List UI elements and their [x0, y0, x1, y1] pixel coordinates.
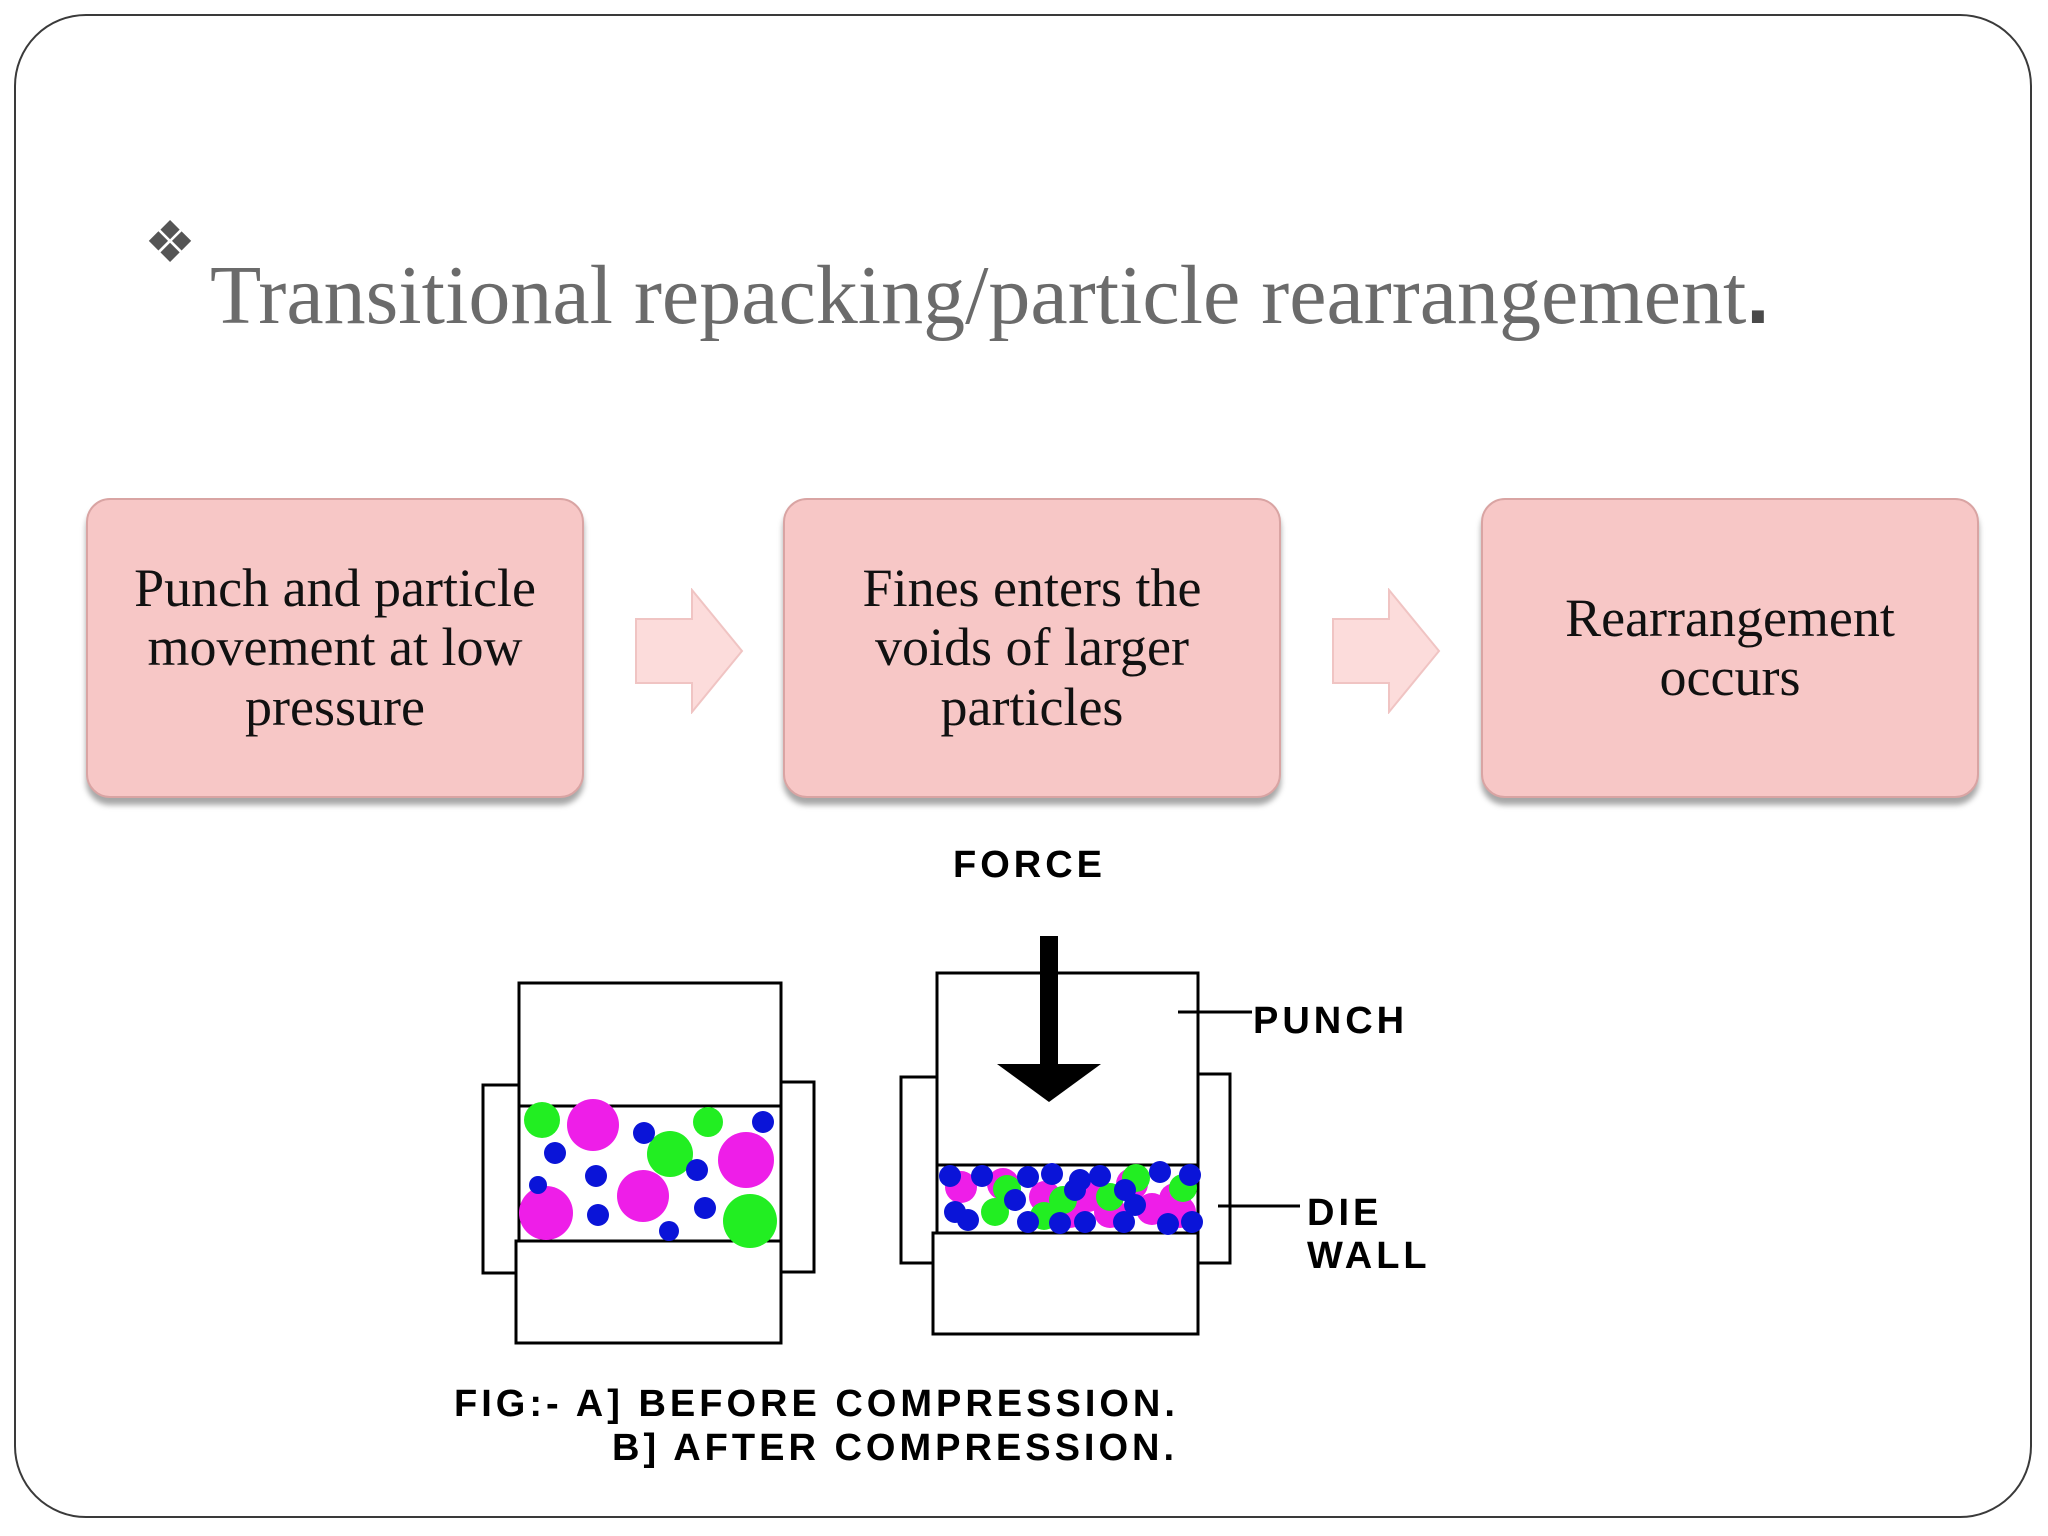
particle-small — [686, 1159, 708, 1181]
particle-small — [957, 1209, 979, 1231]
particle-small — [529, 1176, 547, 1194]
particle-small — [1017, 1211, 1039, 1233]
flow-step-1: Punch and particle movement at low press… — [86, 498, 584, 798]
flow-step-3-label: Rearrangement occurs — [1565, 587, 1895, 707]
flow-step-2: Fines enters the voids of larger particl… — [783, 498, 1281, 798]
particle-large — [617, 1170, 669, 1222]
particle-small — [587, 1204, 609, 1226]
particle-large — [718, 1132, 774, 1188]
particle-small — [633, 1122, 655, 1144]
particle-medium — [981, 1198, 1009, 1226]
particle-small — [1041, 1163, 1063, 1185]
caption-after: B] AFTER COMPRESSION. — [612, 1427, 1178, 1469]
particle-small — [1049, 1212, 1071, 1234]
die-wall-right — [779, 1080, 816, 1274]
particles-before — [519, 1099, 777, 1248]
particle-small — [1149, 1161, 1171, 1183]
particle-small — [1064, 1179, 1086, 1201]
force-label: FORCE — [953, 844, 1106, 886]
particle-small — [752, 1111, 774, 1133]
particle-small — [971, 1165, 993, 1187]
particles-after — [939, 1161, 1203, 1235]
upper-punch — [517, 981, 783, 1108]
right-arrow-icon — [1332, 588, 1441, 714]
particle-small — [1114, 1179, 1136, 1201]
particle-medium — [693, 1107, 723, 1137]
lower-punch — [514, 1239, 783, 1345]
particle-small — [1181, 1211, 1203, 1233]
particle-small — [585, 1165, 607, 1187]
title-text: Transitional repacking/particle rearrang… — [210, 249, 1747, 342]
particle-small — [1074, 1211, 1096, 1233]
particle-small — [939, 1165, 961, 1187]
force-arrow-icon — [997, 936, 1101, 1102]
die-after-compression — [899, 971, 1232, 1336]
punch-label: PUNCH — [1253, 1000, 1408, 1042]
die-wall-left — [481, 1083, 521, 1275]
flow-step-3: Rearrangement occurs — [1481, 498, 1979, 798]
particle-large — [519, 1186, 573, 1240]
four-diamond-bullet-icon: ❖ — [144, 210, 196, 275]
flow-step-2-label: Fines enters the voids of larger particl… — [862, 557, 1202, 737]
particle-medium — [723, 1194, 777, 1248]
lower-punch — [931, 1231, 1200, 1336]
particle-small — [659, 1221, 679, 1241]
particle-small — [1179, 1164, 1201, 1186]
title-period: . — [1746, 247, 1770, 341]
particle-small — [544, 1142, 566, 1164]
particle-small — [1089, 1165, 1111, 1187]
particle-large — [567, 1099, 619, 1151]
particle-small — [1157, 1213, 1179, 1235]
caption-before: FIG:- A] BEFORE COMPRESSION. — [454, 1383, 1179, 1425]
right-arrow-icon — [635, 588, 744, 714]
wall-label: WALL — [1307, 1235, 1431, 1277]
particle-medium — [647, 1131, 693, 1177]
particle-small — [1113, 1211, 1135, 1233]
particle-small — [1017, 1166, 1039, 1188]
die-wall-right — [1196, 1072, 1232, 1265]
particle-small — [694, 1197, 716, 1219]
die-label: DIE — [1307, 1192, 1382, 1234]
flow-step-1-label: Punch and particle movement at low press… — [134, 557, 536, 737]
particle-medium — [524, 1102, 560, 1138]
particle-small — [1004, 1189, 1026, 1211]
